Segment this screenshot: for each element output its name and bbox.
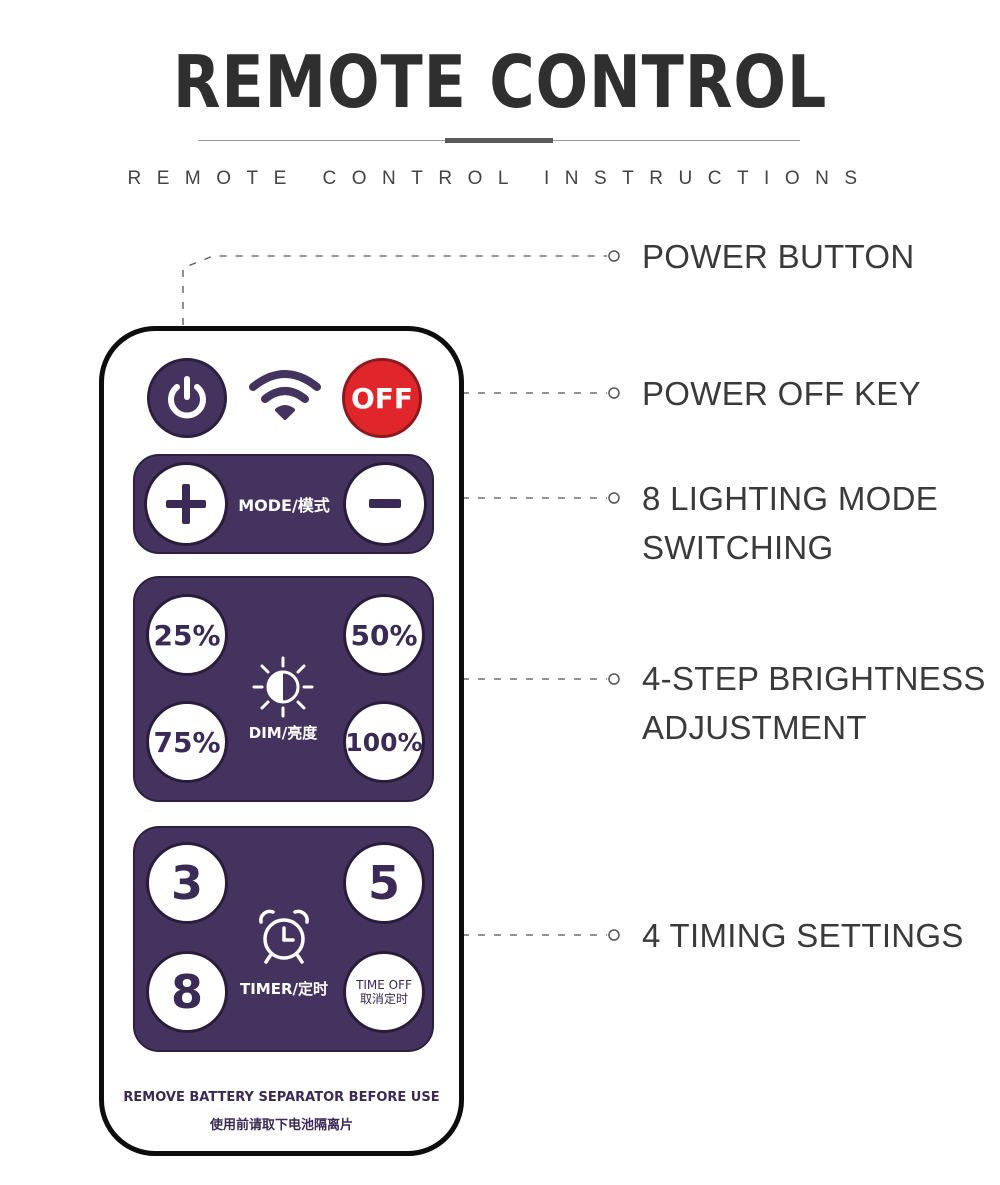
- mode-minus-button[interactable]: [343, 462, 427, 546]
- brightness-75-button[interactable]: 75%: [146, 701, 228, 783]
- callout-power-off-key: POWER OFF KEY: [642, 375, 921, 412]
- leader-end-dot: [608, 673, 620, 685]
- power-button[interactable]: [147, 358, 227, 438]
- plus-icon: [166, 484, 206, 524]
- footer-note-cn: 使用前请取下电池隔离片: [209, 1118, 353, 1133]
- off-button[interactable]: OFF: [342, 358, 422, 438]
- timer-8-button[interactable]: 8: [146, 951, 228, 1033]
- timer-label: TIMER/定时: [239, 980, 328, 998]
- callout-power-button: POWER BUTTON: [642, 238, 915, 275]
- page-subtitle: REMOTE CONTROL INSTRUCTIONS: [127, 168, 873, 189]
- brightness-25-button[interactable]: 25%: [146, 594, 228, 676]
- mode-label: MODE/模式: [238, 496, 330, 515]
- footer-note-en: REMOVE BATTERY SEPARATOR BEFORE USE: [123, 1090, 440, 1105]
- page-title: REMOTE CONTROL: [172, 40, 828, 124]
- off-button-label: OFF: [350, 381, 414, 415]
- time-off-label-en: TIME OFF: [356, 978, 412, 992]
- brightness-100-button[interactable]: 100%: [343, 701, 425, 783]
- callout-lighting-mode-line1: 8 LIGHTING MODE: [642, 480, 939, 517]
- brightness-panel: 25% 50% 75% 100% DIM/亮度: [133, 576, 434, 802]
- title-divider-accent: [445, 138, 553, 143]
- leader-end-dot: [608, 387, 620, 399]
- mode-panel: MODE/模式: [133, 454, 434, 554]
- timer-panel: 3 5 8 TIME OFF 取消定时 TIMER/定时: [133, 826, 434, 1052]
- power-icon: [168, 376, 206, 419]
- mode-plus-button[interactable]: [144, 462, 228, 546]
- sun-icon: [252, 656, 314, 718]
- callout-brightness-line1: 4-STEP BRIGHTNESS: [642, 660, 986, 697]
- timer-3-button[interactable]: 3: [146, 842, 228, 924]
- leader-end-dot: [608, 250, 620, 262]
- callout-brightness-line2: ADJUSTMENT: [642, 709, 867, 746]
- leader-end-dot: [608, 492, 620, 504]
- time-off-button[interactable]: TIME OFF 取消定时: [343, 951, 425, 1033]
- callout-timing: 4 TIMING SETTINGS: [642, 917, 964, 954]
- time-off-label-cn: 取消定时: [359, 992, 408, 1006]
- callout-lighting-mode-line2: SWITCHING: [642, 529, 834, 566]
- alarm-clock-icon: [259, 909, 309, 964]
- timer-5-button[interactable]: 5: [343, 842, 425, 924]
- minus-icon: [369, 499, 401, 508]
- leader-end-dot: [608, 929, 620, 941]
- wifi-icon: [249, 370, 321, 420]
- dim-label: DIM/亮度: [248, 724, 318, 742]
- brightness-50-button[interactable]: 50%: [343, 594, 425, 676]
- leader-power-button: [182, 255, 607, 325]
- callout-lighting-mode: 8 LIGHTING MODE SWITCHING: [642, 474, 938, 572]
- callout-brightness: 4-STEP BRIGHTNESS ADJUSTMENT: [642, 654, 986, 752]
- remote-body: OFF MODE/模式 25% 50% 75% 100%: [99, 326, 464, 1156]
